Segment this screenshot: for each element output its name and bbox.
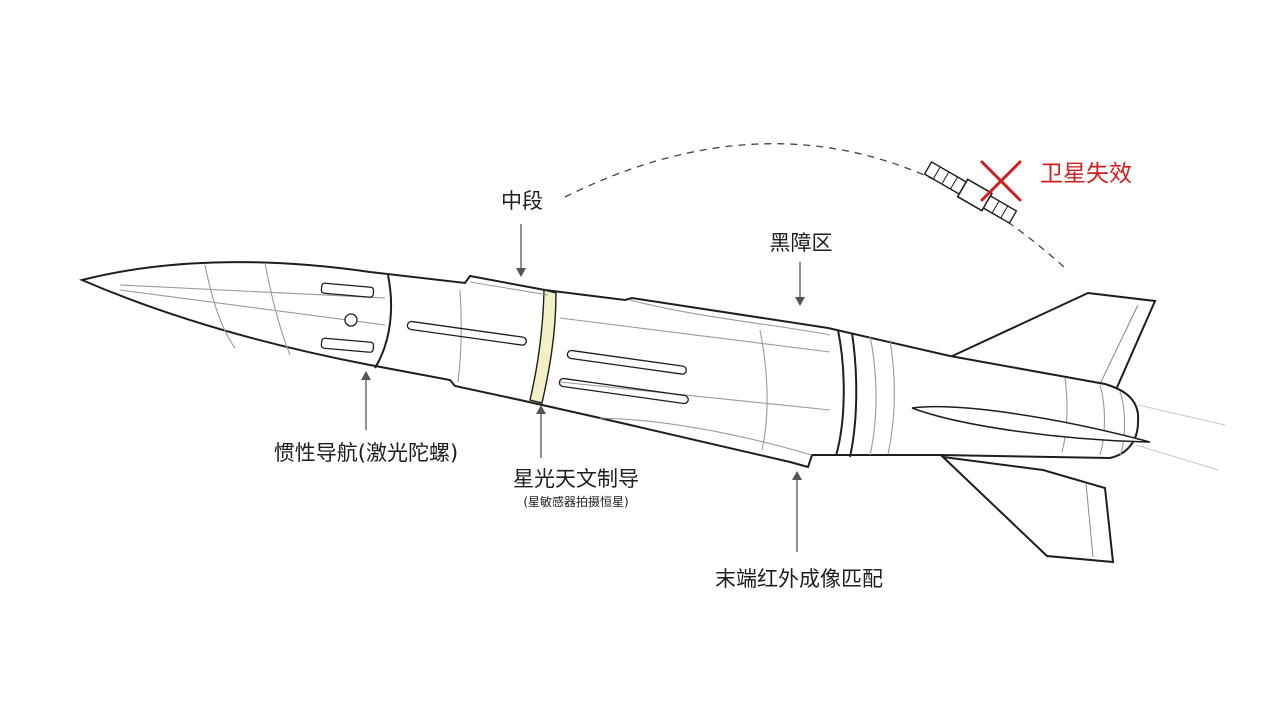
- lower-fin: [940, 455, 1115, 564]
- sensor-port: [344, 313, 358, 327]
- stellar-band: [529, 289, 557, 404]
- satellite-icon: [923, 160, 1018, 225]
- label-blackout: 黑障区: [770, 231, 833, 255]
- failure-cross-icon: [980, 160, 1022, 202]
- body-strake: [911, 406, 1151, 443]
- detail-lines: [119, 262, 1125, 457]
- label-satellite-failure: 卫星失效: [1040, 161, 1132, 187]
- label-stellar-sub: (星敏感器拍摄恒星): [523, 494, 628, 509]
- label-inertial: 惯性导航(激光陀螺): [274, 441, 458, 465]
- missile: [78, 261, 1157, 564]
- exhaust-lines: [1135, 404, 1226, 471]
- label-stellar: 星光天文制导: [513, 467, 639, 491]
- callout-arrows: [361, 224, 805, 552]
- section-lines: [374, 274, 858, 458]
- label-terminal: 末端红外成像匹配: [715, 567, 883, 591]
- label-midcourse: 中段: [501, 189, 543, 213]
- body-slots: [320, 282, 689, 405]
